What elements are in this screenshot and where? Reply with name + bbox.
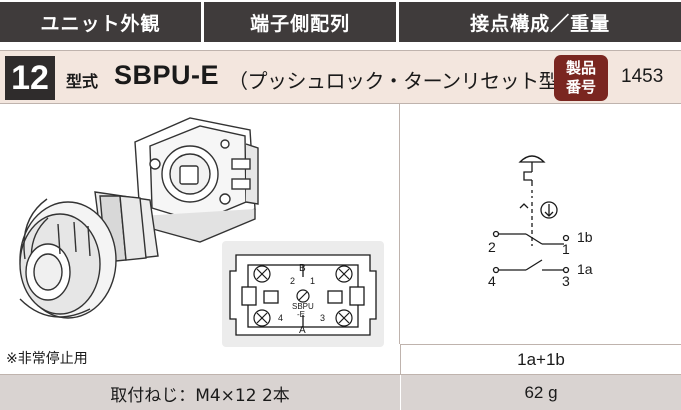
header-unit-appearance: ユニット外観 (0, 2, 202, 42)
product-badge-line2: 番号 (565, 78, 596, 96)
terminal-model-line2: -E (297, 310, 305, 319)
contact-label-1a: 1a (577, 261, 593, 277)
item-number-badge: 12 (5, 56, 55, 100)
mounting-screws: 取付ねじ：M4×12 2本 (110, 385, 290, 406)
contact-circuit-diagram: 1b 1a 2 1 4 3 (488, 155, 593, 289)
header-contact-weight: 接点構成／重量 (399, 2, 681, 42)
product-body: B 2 1 SBPU -E 4 3 A (0, 104, 681, 410)
terminal-label-4: 4 (278, 313, 283, 323)
usage-note: ※非常停止用 (6, 351, 88, 367)
unit-weight: 62 g (400, 375, 681, 410)
terminal-label-3: 3 (320, 313, 325, 323)
circuit-terminal-4: 4 (488, 273, 496, 289)
unit-illustration (19, 117, 259, 319)
product-title-row: 12 型式 SBPU-E （プッシュロック・ターンリセット型） 製品 番号 14… (0, 50, 681, 104)
footer-row: 取付ねじ：M4×12 2本 62 g (0, 374, 681, 410)
product-badge-line1: 製品 (565, 59, 596, 77)
terminal-label-b: B (299, 263, 306, 274)
contact-config-cell: 1a+1b (400, 344, 681, 374)
header-terminal-layout: 端子側配列 (204, 2, 397, 42)
circuit-terminal-2: 2 (488, 239, 496, 255)
product-number: 1453 (621, 66, 664, 87)
contact-diagram-panel: 1b 1a 2 1 4 3 (400, 104, 681, 344)
push-button-drawing (19, 191, 159, 319)
circuit-terminal-1: 1 (562, 241, 570, 257)
model-name: SBPU-E (114, 60, 220, 90)
circuit-terminal-3: 3 (562, 273, 570, 289)
contact-block-drawing (134, 117, 259, 243)
model-prefix: 型式 (66, 72, 99, 91)
terminal-label-2: 2 (290, 276, 295, 286)
model-description: （プッシュロック・ターンリセット型） (228, 69, 578, 93)
terminal-label-1: 1 (310, 276, 315, 286)
product-number-badge: 製品 番号 (554, 55, 608, 101)
contact-label-1b: 1b (577, 229, 593, 245)
terminal-model-line1: SBPU (292, 302, 314, 311)
terminal-layout-box: B 2 1 SBPU -E 4 3 A (222, 241, 384, 347)
terminal-label-a: A (299, 325, 306, 336)
unit-appearance-panel: B 2 1 SBPU -E 4 3 A (0, 104, 400, 347)
terminal-layout-drawing: B 2 1 SBPU -E 4 3 A (229, 254, 377, 336)
table-header-row: ユニット外観 端子側配列 接点構成／重量 (0, 0, 681, 44)
